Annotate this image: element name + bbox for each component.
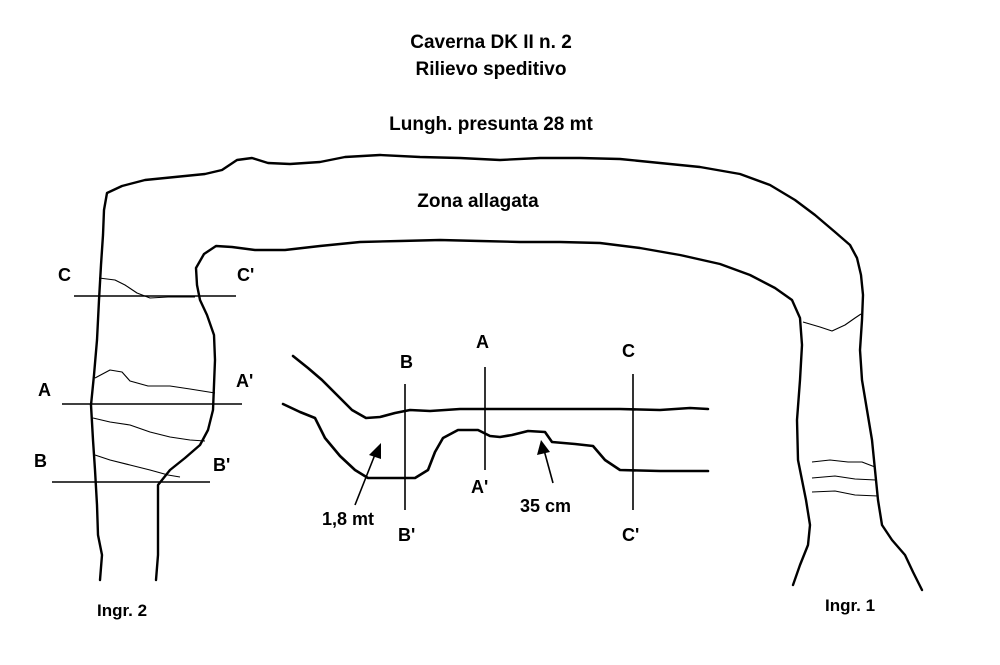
plan-detail-line [94,369,216,394]
depth-arrow-head-icon [369,443,381,459]
profile-label-a-prime: A' [471,477,488,497]
length-label: Lungh. presunta 28 mt [389,114,593,135]
title-line-1: Caverna DK II n. 2 [410,32,572,53]
plan-detail-line [811,475,877,481]
plan-label-b: B [34,451,47,471]
plan-detail-line [802,313,862,332]
plan-outer-wall [89,153,924,592]
entrance-2-label: Ingr. 2 [97,601,147,620]
height-arrow-line [543,449,554,484]
plan-label-a-prime: A' [236,371,253,391]
plan-detail-line [811,490,879,497]
profile-floor [281,402,710,480]
height-label: 35 cm [520,496,571,516]
plan-detail-line [94,454,181,478]
plan-label-b-prime: B' [213,455,230,475]
plan-label-c-prime: C' [237,265,254,285]
profile-label-c-prime: C' [622,525,639,545]
depth-label: 1,8 mt [322,509,374,529]
plan-label-a: A [38,380,51,400]
profile-label-c: C [622,341,635,361]
plan-inner-wall [154,238,812,587]
title-line-2: Rilievo speditivo [416,59,567,80]
profile-label-b: B [400,352,413,372]
plan-detail-line [811,459,876,468]
plan-label-c: C [58,265,71,285]
flooded-zone-label: Zona allagata [417,191,539,212]
plan-detail-line [92,417,206,442]
plan-detail-line [98,277,195,299]
depth-arrow-line [354,451,377,506]
height-arrow-head-icon [537,440,550,455]
profile-label-b-prime: B' [398,525,415,545]
entrance-1-label: Ingr. 1 [825,596,875,615]
profile-ceiling [291,354,710,420]
profile-label-a: A [476,332,489,352]
